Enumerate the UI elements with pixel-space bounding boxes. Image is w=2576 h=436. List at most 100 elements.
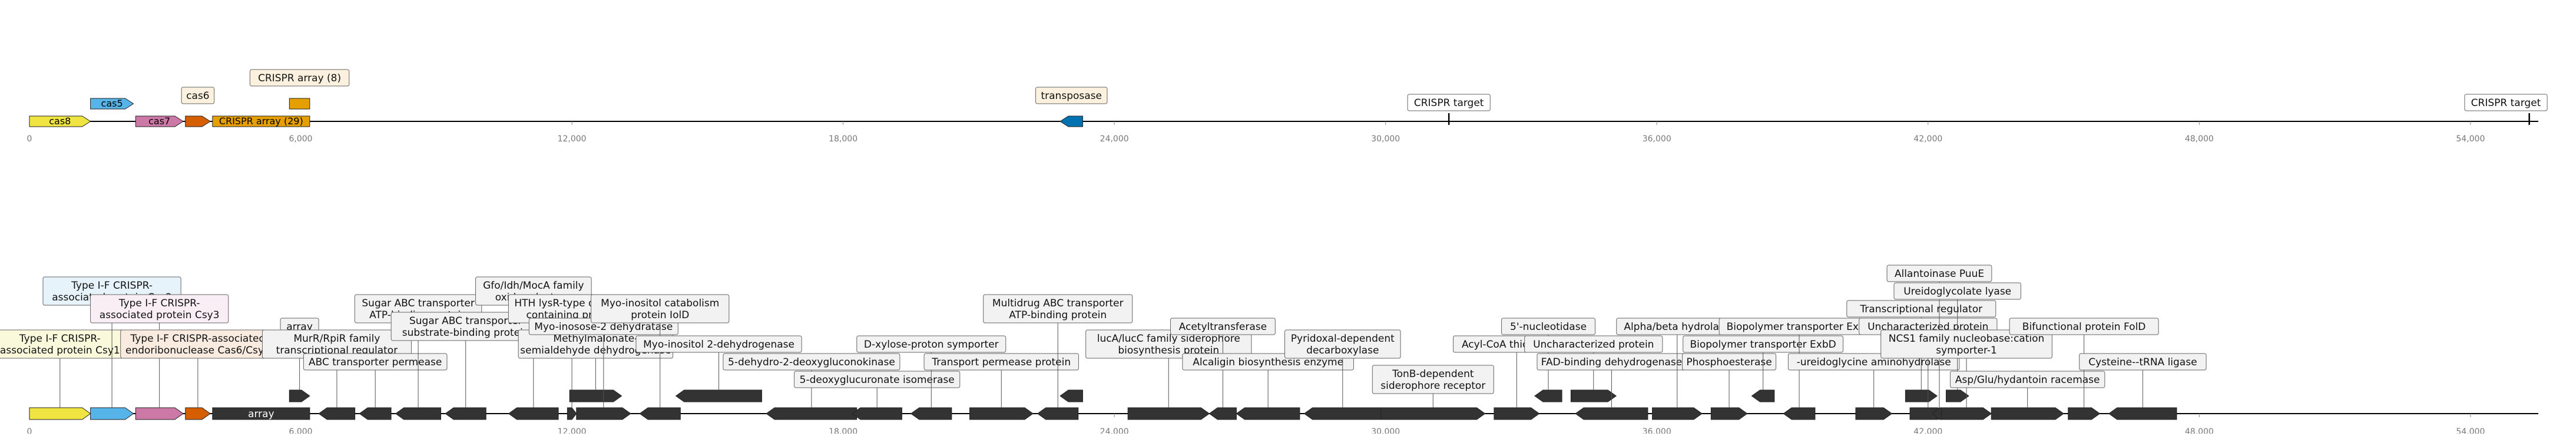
cysteine-trna-label-box bbox=[2079, 353, 2207, 371]
cas6csy4-label-text: endoribonuclease Cas6/Csy4 bbox=[125, 345, 270, 356]
csy2-feature[interactable] bbox=[90, 407, 134, 420]
csy1-feature[interactable] bbox=[29, 407, 91, 420]
allantoinase-label-text: Allantoinase PuuE bbox=[1895, 268, 1984, 280]
cas6-feature[interactable] bbox=[185, 115, 211, 127]
phosphoesterase-label-box bbox=[1682, 353, 1777, 371]
transposase-feature[interactable] bbox=[1059, 115, 1083, 127]
gfo-label-text: Gfo/Idh/MocA family bbox=[483, 280, 584, 292]
transcriptional-regulator-feature[interactable] bbox=[1905, 389, 1938, 402]
phosphoesterase-feature[interactable] bbox=[1710, 407, 1748, 420]
nucleotidase-label-box bbox=[1501, 318, 1596, 335]
axis-tick-label: 30,000 bbox=[1371, 427, 1400, 434]
sugar-atp-feature[interactable] bbox=[395, 407, 441, 420]
uncharacterized-1-label: Uncharacterized protein bbox=[1524, 335, 1663, 390]
exbb-feature[interactable] bbox=[1783, 407, 1816, 420]
5-deoxyglucuronate-label: 5-deoxyglucuronate isomerase bbox=[794, 371, 961, 408]
ncs1-label-box bbox=[1880, 329, 2052, 359]
transport-permease-label: Transport permease protein bbox=[923, 353, 1079, 408]
asp-glu-label-text: Asp/Glu/hydantoin racemase bbox=[1955, 374, 2100, 386]
csy3-label: Type I-F CRISPR-associated protein Csy3 bbox=[90, 294, 229, 408]
5-dehydro-label-text: 5-dehydro-2-deoxygluconokinase bbox=[728, 356, 895, 368]
alpha-beta-feature[interactable] bbox=[1652, 407, 1703, 420]
myo-inositol-dh-label-text: Myo-inositol 2-dehydrogenase bbox=[643, 339, 794, 351]
hth-lysr-feature[interactable] bbox=[567, 407, 577, 420]
transposase-label-box bbox=[1035, 87, 1108, 104]
5-dehydro-feature[interactable] bbox=[766, 407, 857, 420]
cas7-feature[interactable] bbox=[135, 115, 184, 127]
lucA-feature[interactable] bbox=[1059, 389, 1083, 402]
fad-binding-label-text: FAD-binding dehydrogenase bbox=[1541, 356, 1683, 368]
5-deoxyglucuronate-feature[interactable] bbox=[852, 407, 902, 420]
acetyltransferase-feature[interactable] bbox=[1208, 407, 1237, 420]
crispr-target-2-label-text: CRISPR target bbox=[2471, 97, 2541, 109]
ncs1-label-text: symporter-1 bbox=[1936, 345, 1997, 356]
gfo-feature[interactable] bbox=[508, 407, 559, 420]
transport-permease-label-box bbox=[923, 353, 1079, 371]
xylose-symporter-feature[interactable] bbox=[910, 407, 952, 420]
abc-permease-feature[interactable] bbox=[359, 407, 392, 420]
multidrug-abc-label-text: Multidrug ABC transporter bbox=[992, 298, 1124, 309]
asp-glu-feature[interactable] bbox=[1991, 407, 2064, 420]
axis-tick-label: 36,000 bbox=[1643, 134, 1671, 144]
xylose-symporter-label-box bbox=[856, 335, 1006, 353]
acetyltransferase-label-box bbox=[1170, 318, 1276, 335]
exbd-feature[interactable] bbox=[1751, 389, 1775, 402]
tonb-feature[interactable] bbox=[1380, 407, 1486, 420]
murr-label-text: MurR/RpiR family bbox=[293, 333, 380, 345]
myo-inosose-feature[interactable] bbox=[576, 407, 631, 420]
exbb-label: Biopolymer transporter ExbB bbox=[1719, 318, 1880, 408]
iold-label-text: protein IolD bbox=[631, 309, 689, 321]
csy3-feature[interactable] bbox=[135, 407, 184, 420]
array-main-feature[interactable] bbox=[212, 407, 310, 420]
murr-feature[interactable] bbox=[318, 407, 356, 420]
acetyltransferase-label: Acetyltransferase bbox=[1170, 318, 1276, 408]
axis-tick-label: 12,000 bbox=[558, 134, 587, 144]
crispr-array-8-feature[interactable] bbox=[289, 98, 310, 110]
crispr-array-8-label-text: CRISPR array (8) bbox=[258, 72, 341, 84]
tonb-label-box bbox=[1372, 365, 1494, 394]
allantoinase-label-box bbox=[1886, 265, 1992, 282]
ncs1-feature[interactable] bbox=[1941, 407, 1992, 420]
crispr-array-8-label: CRISPR array (8) bbox=[249, 69, 350, 87]
axis-tick-label: 54,000 bbox=[2456, 427, 2485, 434]
nucleotidase-feature[interactable] bbox=[1534, 389, 1562, 402]
csy1-label-text: associated protein Csy1 bbox=[0, 345, 120, 356]
cas8-feature[interactable] bbox=[29, 115, 91, 127]
acyl-coa-feature[interactable] bbox=[1494, 407, 1540, 420]
crispr-target-1-label: CRISPR target bbox=[1407, 94, 1491, 111]
ureidoglycine-feature[interactable] bbox=[1855, 407, 1893, 420]
methylmalonate-feature[interactable] bbox=[569, 389, 623, 402]
cysteine-trna-feature[interactable] bbox=[2108, 407, 2177, 420]
lucA-iucC-feature[interactable] bbox=[1127, 407, 1210, 420]
ureidoglycine-label-text: -ureidoglycine aminohydrolase bbox=[1797, 356, 1951, 368]
ureidoglycolate-label-box bbox=[1893, 282, 2021, 300]
axis-tick-label: 6,000 bbox=[289, 134, 312, 144]
exbd-label: Biopolymer transporter ExbD bbox=[1683, 335, 1844, 390]
axis-tick-label: 24,000 bbox=[1100, 134, 1129, 144]
alcaligin-feature[interactable] bbox=[1236, 407, 1300, 420]
sugar-sbp-feature[interactable] bbox=[445, 407, 486, 420]
uncharacterized-1-feature[interactable] bbox=[1570, 389, 1617, 402]
transport-permease-feature[interactable] bbox=[969, 407, 1034, 420]
ureidoglycolate-feature[interactable] bbox=[1945, 389, 1969, 402]
cas6csy4-label-text: Type I-F CRISPR-associated bbox=[130, 333, 266, 345]
multidrug-abc-feature[interactable] bbox=[1037, 407, 1079, 420]
pyridoxal-feature[interactable] bbox=[1303, 407, 1382, 420]
crispr-array-29-feature[interactable] bbox=[212, 115, 310, 127]
myo-inositol-dh-feature[interactable] bbox=[675, 389, 762, 402]
fad-binding-feature[interactable] bbox=[1575, 407, 1648, 420]
myo-inositol-dh-label-box bbox=[635, 335, 802, 353]
cas5-feature[interactable] bbox=[90, 98, 134, 110]
transposase-label-text: transposase bbox=[1041, 90, 1102, 102]
bifunctional-feature[interactable] bbox=[2068, 407, 2101, 420]
cas6csy4-feature[interactable] bbox=[185, 407, 211, 420]
array-small-feature[interactable] bbox=[289, 389, 310, 402]
fad-binding-label: FAD-binding dehydrogenase bbox=[1537, 353, 1687, 408]
iold-feature[interactable] bbox=[639, 407, 681, 420]
